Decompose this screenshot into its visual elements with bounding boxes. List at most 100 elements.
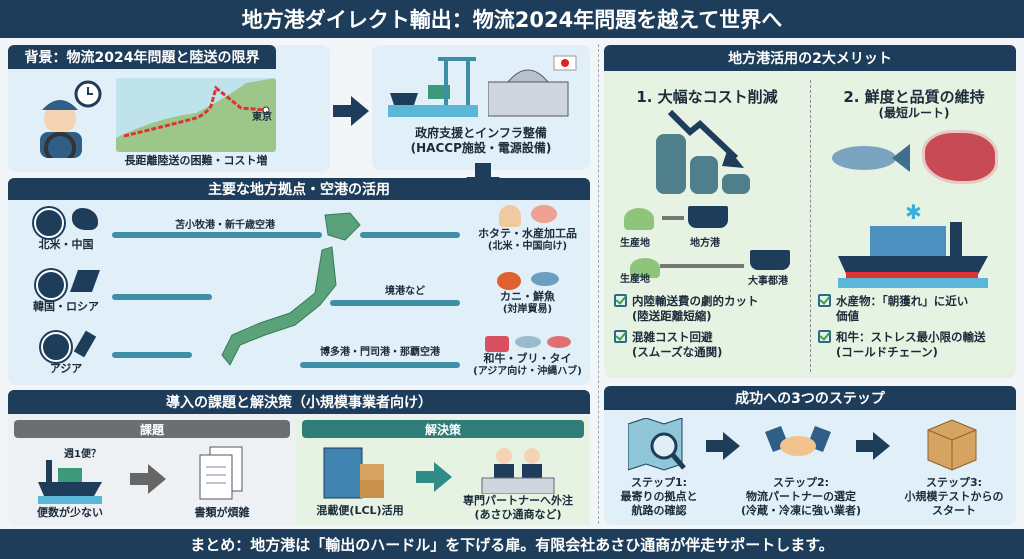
region-north-america-china: 北米・中国	[26, 208, 106, 252]
tired-driver-icon	[22, 80, 102, 164]
checkbox-icon	[614, 294, 627, 307]
solution2-label: 専門パートナーへ外注(あさひ通商など)	[450, 494, 586, 522]
point-main: 内陸輸送費の劇的カット	[632, 294, 759, 308]
export-arrow-right	[330, 300, 460, 306]
export-arrow-right	[300, 362, 460, 368]
seafood-icon	[530, 205, 557, 223]
local-port-label: 地方港	[690, 238, 720, 249]
route-port-label: 境港など	[385, 286, 425, 297]
crab-icon	[496, 272, 521, 290]
product-label: ホタテ・水産加工品	[478, 227, 577, 240]
flow-arrow	[660, 264, 744, 268]
product-note: (対岸貿易)	[502, 303, 553, 315]
fish-icon	[530, 272, 559, 286]
farm-origin-icon	[630, 258, 660, 278]
region-label: 北米・中国	[38, 238, 94, 251]
product-note: (北米・中国向け)	[487, 240, 568, 252]
globe-icon	[36, 270, 66, 300]
region-korea-russia: 韓国・ロシア	[26, 270, 106, 314]
government-caption-line2: (HACCP施設・電源設備)	[410, 141, 552, 155]
issue1-label: 便数が少ない	[37, 506, 103, 519]
local-port-ship-icon	[688, 206, 728, 228]
china-silhouette-icon	[72, 208, 98, 230]
solution2-line1: 専門パートナーへ外注	[463, 494, 573, 507]
export-arrow-left	[112, 294, 212, 300]
japan-silhouette-icon	[73, 330, 97, 358]
region-label: アジア	[49, 362, 83, 375]
port-crane-ship-icon	[388, 55, 478, 117]
step-arrow-icon	[856, 432, 890, 460]
merit1-point: 混雑コスト回避(スムーズな通関)	[614, 329, 808, 360]
solution2-line2: (あさひ通商など)	[474, 507, 562, 521]
export-arrow-right	[360, 232, 460, 238]
export-arrow-left	[112, 232, 322, 238]
issue-header: 課題	[14, 420, 290, 438]
product-scallop: ホタテ・水産加工品(北米・中国向け)	[465, 205, 590, 253]
map-magnifier-icon	[627, 417, 688, 472]
product-crab: カニ・鮮魚(対岸貿易)	[465, 272, 590, 316]
product-note: (アジア向け・沖縄ハブ)	[473, 365, 582, 377]
checkbox-icon	[818, 329, 831, 343]
product-wagyu: 和牛・ブリ・タイ(アジア向け・沖縄ハブ)	[460, 336, 595, 378]
government-building-icon	[487, 52, 580, 118]
merit1-points: 内陸輸送費の劇的カット(陸送距離短縮) 混雑コスト回避(スムーズな通関)	[614, 294, 808, 360]
step-line2: (冷蔵・冷凍に強い業者)	[740, 503, 862, 517]
merits-divider	[810, 80, 811, 372]
package-box-icon	[924, 416, 980, 472]
export-arrow-left	[112, 352, 192, 358]
summary-footer: まとめ：地方港は「輸出のハードル」を下げる扉。有限会社あさひ通商が伴走サポートし…	[0, 529, 1024, 559]
origin2-label: 生産地	[620, 274, 650, 285]
flow-arrow	[662, 216, 684, 220]
origin1-label: 生産地	[620, 238, 650, 249]
background-caption: 長距離陸送の困難・コスト増	[124, 154, 268, 167]
wagyu-steak-icon	[922, 130, 998, 184]
point-sub: (スムーズな通関)	[632, 344, 723, 359]
background-header: 背景：物流2024年問題と陸送の限界	[8, 45, 276, 69]
product-label: カニ・鮮魚	[500, 290, 555, 303]
column-divider	[598, 44, 599, 524]
tokyo-label: 東京	[252, 112, 272, 123]
merits-header: 地方港活用の2大メリット	[604, 45, 1016, 71]
merit2-points: 水産物：「朝獲れ」に近い価値 和牛：ストレス最小限の輸送(コールドチェーン)	[818, 294, 1014, 360]
cow-icon	[484, 336, 509, 352]
step-line2: スタート	[932, 503, 976, 517]
point-sub: (陸送距離短縮)	[632, 308, 712, 323]
merit2-point: 水産物：「朝獲れ」に近い価値	[818, 294, 1014, 324]
step-line1: 物流パートナーの選定	[746, 489, 856, 503]
step-label: ステップ3:	[925, 476, 983, 489]
gray-arrow-icon	[130, 464, 166, 494]
issue-question: 週1便？	[64, 449, 101, 460]
step-2: ステップ2:物流パートナーの選定(冷蔵・冷凍に強い業者)	[738, 476, 864, 517]
region-asia: アジア	[26, 330, 106, 376]
step-arrow-icon	[706, 432, 740, 460]
solution1-label: 混載便(LCL)活用	[316, 504, 404, 517]
merit1-point: 内陸輸送費の劇的カット(陸送距離短縮)	[614, 294, 808, 324]
globe-icon	[34, 208, 64, 238]
merit1-title: 1. 大幅なコスト削減	[636, 88, 778, 106]
cargo-ship-icon	[38, 458, 102, 504]
documents-icon	[196, 445, 244, 501]
partners-at-desk-icon	[478, 444, 558, 495]
hubs-header: 主要な地方拠点・空港の活用	[8, 178, 590, 200]
point-sub: (コールドチェーン)	[836, 344, 938, 359]
checkbox-icon	[614, 329, 627, 343]
japan-map	[210, 205, 380, 383]
step-label: ステップ1:	[630, 476, 688, 489]
checkbox-icon	[818, 294, 831, 307]
snowflake-icon: ✱	[905, 200, 922, 224]
scallop-icon	[498, 205, 521, 227]
steps-header: 成功への3つのステップ	[604, 386, 1016, 410]
korea-silhouette-icon	[69, 270, 101, 292]
reefer-ship-icon	[838, 222, 988, 288]
handshake-icon	[765, 422, 831, 466]
farm-origin-icon	[624, 208, 654, 230]
step-3: ステップ3:小規模テストからのスタート	[898, 476, 1010, 517]
container-boxes-icon	[320, 444, 388, 500]
step-1: ステップ1:最寄りの拠点と航路の確認	[612, 476, 706, 517]
yellowtail-icon	[514, 336, 541, 348]
right-arrow-icon	[333, 96, 369, 126]
route-port-label: 博多港・門司港・那覇空港	[320, 347, 440, 358]
globe-icon	[41, 332, 71, 362]
route-port-label: 苫小牧港・新千歳空港	[175, 220, 275, 231]
sea-bream-icon	[546, 336, 571, 348]
